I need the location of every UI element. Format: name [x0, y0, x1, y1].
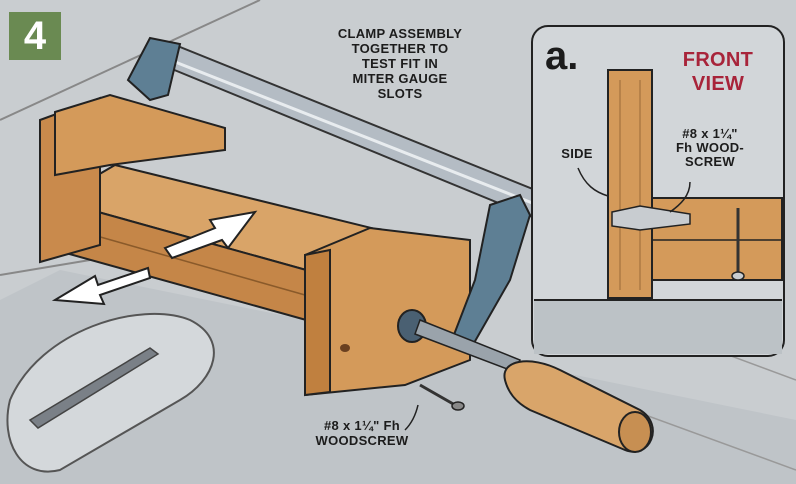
inset-table — [534, 300, 782, 354]
side-label: SIDE — [561, 146, 593, 161]
inset-screw-label-line: SCREW — [685, 154, 735, 169]
caption-line: SLOTS — [377, 86, 423, 101]
handle-end — [618, 411, 652, 453]
inset-screw-label-line: #8 x 1¼" — [682, 126, 738, 141]
throat-plate — [6, 312, 215, 473]
left-side-panel — [54, 93, 226, 177]
clamp-jaw-right — [448, 193, 532, 352]
blade-slot — [28, 347, 160, 429]
inset-letter: a. — [545, 34, 579, 78]
woodscrew — [419, 383, 456, 407]
caption-line: TOGETHER TO — [351, 41, 449, 56]
clamp-jaw-left — [126, 36, 182, 102]
arrow-back-icon — [163, 210, 258, 260]
woodscrew-head — [451, 401, 465, 411]
caption: CLAMP ASSEMBLY TOGETHER TO TEST FIT IN M… — [300, 26, 500, 101]
caption-line: CLAMP ASSEMBLY — [337, 26, 463, 41]
inset-title-line: VIEW — [691, 73, 745, 95]
caption-line: MITER GAUGE — [352, 71, 448, 86]
inset-screw-label-line: Fh WOOD- — [675, 140, 745, 155]
inset-title: FRONT VIEW — [668, 48, 768, 96]
leader-line-side — [577, 167, 609, 197]
woodscrew-label: #8 x 1¼" Fh WOODSCREW — [292, 418, 432, 448]
caption-line: TEST FIT IN — [361, 56, 439, 71]
inset-title-line: FRONT — [682, 49, 754, 71]
leader-line-bottom — [404, 404, 419, 431]
leader-line-screw — [669, 181, 691, 213]
step-number-badge: 4 — [9, 12, 61, 60]
arrow-left-icon — [51, 266, 152, 306]
inset-screw-head — [731, 271, 745, 281]
inset-side-board — [607, 69, 653, 299]
clamp-bar-highlight — [159, 54, 546, 210]
clamp-handle — [503, 360, 654, 453]
miter-slot-line — [0, 0, 261, 121]
inset-screw-label: #8 x 1¼" Fh WOOD- SCREW — [650, 127, 770, 169]
woodscrew-label-line: WOODSCREW — [315, 433, 409, 448]
right-side-panel-edge — [304, 248, 331, 397]
woodscrew-label-line: #8 x 1¼" Fh — [324, 418, 400, 433]
screw-hole — [340, 344, 350, 352]
